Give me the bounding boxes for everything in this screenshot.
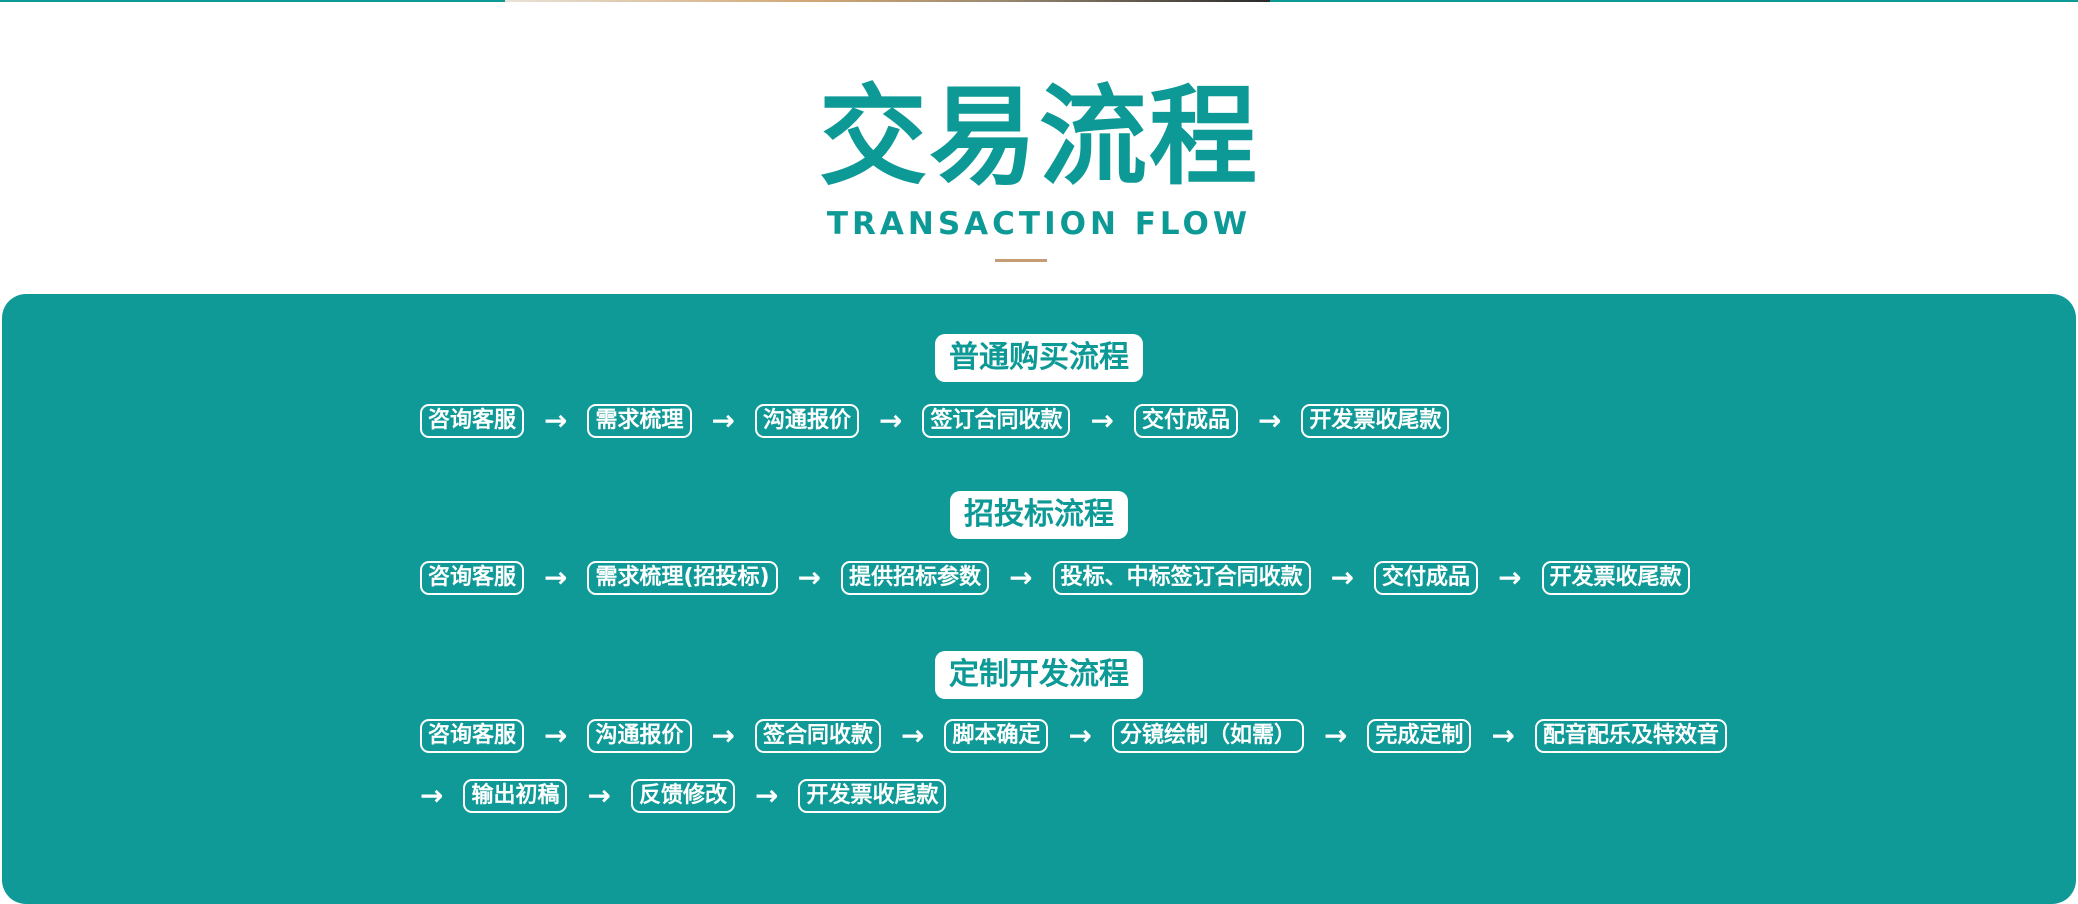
flow-step: 交付成品	[1374, 561, 1479, 595]
arrow-right-icon: →	[711, 404, 735, 437]
section-heading: 普通购买流程	[935, 334, 1143, 382]
flow-step: 输出初稿	[463, 779, 568, 813]
arrow-right-icon: →	[587, 779, 611, 812]
flow-step: 签订合同收款	[922, 404, 1071, 438]
flow-step: 开发票收尾款	[1301, 404, 1450, 438]
arrow-right-icon: →	[1090, 404, 1114, 437]
arrow-right-icon: →	[1323, 719, 1348, 752]
flow-step: 咨询客服	[420, 404, 525, 438]
flow-step: 咨询客服	[420, 561, 525, 595]
page-subtitle: TRANSACTION FLOW	[826, 206, 1252, 242]
flow-step: 反馈修改	[630, 779, 735, 813]
arrow-right-icon: →	[878, 404, 903, 437]
arrow-right-icon: →	[420, 779, 444, 812]
flow-step: 分镜绘制（如需）	[1111, 719, 1304, 753]
flow-step: 配音配乐及特效音	[1534, 719, 1727, 753]
flow-row: → 输出初稿 → 反馈修改 → 开发票收尾款	[420, 779, 947, 813]
arrow-right-icon: →	[754, 779, 779, 812]
arrow-right-icon: →	[544, 561, 568, 594]
flow-step: 沟通报价	[754, 404, 859, 438]
flow-row: 咨询客服 → 需求梳理(招投标) → 提供招标参数 → 投标、中标签订合同收款 …	[420, 561, 1690, 595]
arrow-right-icon: →	[1257, 404, 1282, 437]
arrow-right-icon: →	[1498, 561, 1522, 594]
arrow-right-icon: →	[797, 561, 822, 594]
page-title: 交易流程	[818, 75, 1259, 200]
arrow-right-icon: →	[1491, 719, 1515, 752]
arrow-right-icon: →	[544, 719, 568, 752]
flow-row: 咨询客服 → 需求梳理 → 沟通报价 → 签订合同收款 → 交付成品 → 开发票…	[420, 404, 1450, 438]
arrow-right-icon: →	[900, 719, 925, 752]
flow-step: 签合同收款	[754, 719, 881, 753]
flow-step: 交付成品	[1133, 404, 1238, 438]
header: 交易流程 TRANSACTION FLOW	[0, 75, 2078, 243]
arrow-right-icon: →	[711, 719, 735, 752]
top-accent-line-middle	[505, 0, 1270, 2]
arrow-right-icon: →	[1068, 719, 1092, 752]
flow-step: 开发票收尾款	[1541, 561, 1690, 595]
arrow-right-icon: →	[544, 404, 568, 437]
top-accent-line-left	[0, 0, 505, 2]
flow-step: 投标、中标签订合同收款	[1052, 561, 1311, 595]
flow-step: 提供招标参数	[841, 561, 990, 595]
top-accent-line-right	[1270, 0, 2078, 2]
flow-step: 需求梳理(招投标)	[587, 561, 778, 595]
flow-step: 需求梳理	[587, 404, 692, 438]
flow-step: 开发票收尾款	[798, 779, 947, 813]
flow-step: 沟通报价	[587, 719, 692, 753]
arrow-right-icon: →	[1330, 561, 1355, 594]
section-heading: 招投标流程	[950, 491, 1128, 539]
section-heading: 定制开发流程	[935, 651, 1143, 699]
flow-step: 脚本确定	[944, 719, 1049, 753]
flow-panel	[2, 294, 2076, 904]
flow-step: 咨询客服	[420, 719, 525, 753]
arrow-right-icon: →	[1009, 561, 1033, 594]
flow-row: 咨询客服 → 沟通报价 → 签合同收款 → 脚本确定 → 分镜绘制（如需） → …	[420, 719, 1727, 753]
title-divider	[995, 259, 1047, 262]
flow-step: 完成定制	[1367, 719, 1472, 753]
